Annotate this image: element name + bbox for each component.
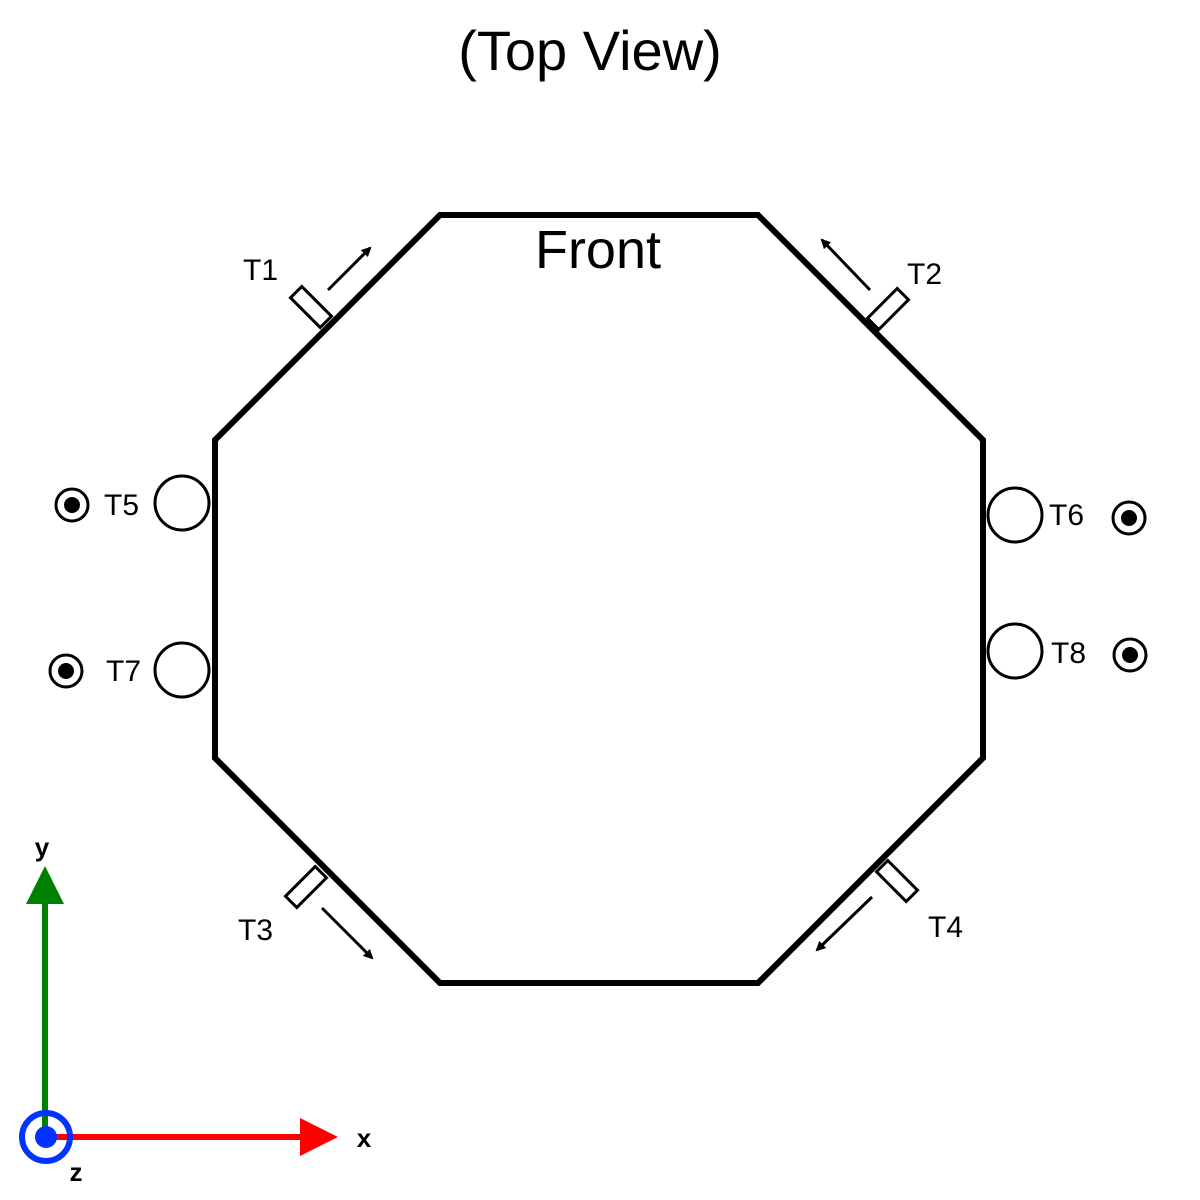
- thruster-t8-body: [986, 622, 1044, 680]
- hull-octagon: [212, 212, 986, 986]
- thruster-t4: T4: [815, 858, 963, 952]
- thruster-t2-label: T2: [907, 258, 942, 291]
- x-axis-label: x: [357, 1123, 372, 1153]
- thruster-t6-label: T6: [1049, 499, 1084, 532]
- thruster-t7-label: T7: [106, 655, 141, 688]
- thruster-t1-label: T1: [243, 254, 278, 287]
- thruster-t5-direction-out-of-page-icon: [54, 487, 90, 523]
- z-axis-label: z: [70, 1157, 83, 1187]
- thruster-t8: T8: [986, 622, 1148, 680]
- thruster-t1-body: [288, 284, 334, 330]
- thruster-t7-body: [153, 641, 211, 699]
- thruster-t4-arrow: [815, 895, 874, 952]
- thruster-t6-direction-out-of-page-icon: [1111, 500, 1147, 536]
- thruster-t1-arrow: [326, 246, 372, 292]
- diagram-title: (Top View): [458, 19, 722, 82]
- thruster-t7: T7: [48, 641, 211, 699]
- thruster-t3-label: T3: [238, 914, 273, 947]
- front-label: Front: [535, 220, 661, 280]
- thruster-t8-direction-out-of-page-icon: [1112, 637, 1148, 673]
- x-axis-arrowhead-icon: [300, 1118, 338, 1156]
- y-axis-arrowhead-icon: [26, 866, 64, 904]
- z-axis-out-of-page-icon: [19, 1110, 73, 1164]
- thruster-t2-arrow: [820, 238, 872, 292]
- thruster-t5: T5: [54, 474, 211, 532]
- thruster-t7-direction-out-of-page-icon: [48, 653, 84, 689]
- thruster-t1: T1: [243, 246, 372, 330]
- thruster-t5-label: T5: [104, 489, 139, 522]
- y-axis-label: y: [35, 832, 50, 862]
- thruster-t4-body: [874, 858, 920, 904]
- thruster-t8-label: T8: [1051, 637, 1086, 670]
- thruster-t6: T6: [986, 486, 1147, 544]
- thruster-t3-arrow: [320, 906, 374, 960]
- thruster-t5-body: [153, 474, 211, 532]
- thruster-t6-body: [986, 486, 1044, 544]
- thruster-t3: T3: [238, 864, 374, 960]
- thruster-t2: T2: [820, 238, 942, 332]
- coordinate-frame: y x z: [19, 832, 372, 1187]
- thruster-t3-body: [283, 864, 329, 910]
- thruster-t2-body: [865, 286, 911, 332]
- thruster-t4-label: T4: [928, 911, 963, 944]
